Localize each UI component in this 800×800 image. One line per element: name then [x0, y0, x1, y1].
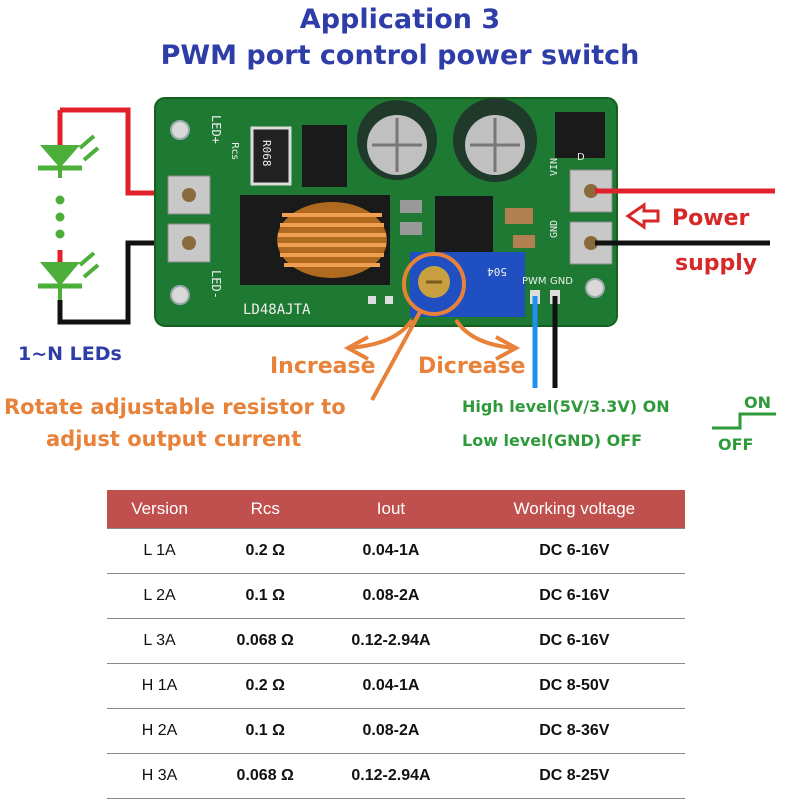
board-label-pot: 504: [487, 265, 507, 278]
table-row: L 1A 0.2 Ω 0.04-1A DC 6-16V: [107, 528, 685, 574]
table-cell: 0.068 Ω: [212, 753, 319, 799]
table-cell: L 1A: [107, 528, 213, 574]
table-row: L 3A 0.068 Ω 0.12-2.94A DC 6-16V: [107, 618, 685, 664]
led-ellipsis-dot: [55, 212, 65, 222]
low-level-label: Low level(GND) OFF: [462, 431, 642, 450]
table-cell: DC 6-16V: [463, 528, 685, 574]
board-label-resistor: R068: [260, 140, 273, 167]
table-row: H 2A 0.1 Ω 0.08-2A DC 8-36V: [107, 708, 685, 754]
power-label-line1: Power: [672, 206, 749, 231]
led-black-wire: [57, 240, 180, 325]
led-bottom-icon: [38, 251, 100, 300]
led-top-icon: [38, 134, 100, 178]
smd-part: [400, 222, 422, 235]
capacitor-right-icon: [453, 98, 537, 182]
table-cell: 0.068 Ω: [212, 618, 319, 664]
sense-resistor: [250, 126, 292, 186]
table-cell: 0.1 Ω: [212, 573, 319, 619]
decrease-arrow-icon: [454, 318, 521, 361]
rotate-label-line2: adjust output current: [46, 427, 301, 451]
leds-label: 1~N LEDs: [18, 343, 122, 365]
board-label-led-minus: LED-: [209, 270, 223, 299]
ic-chip: [435, 196, 493, 254]
increase-arrow-icon: [343, 318, 414, 361]
mount-hole: [585, 278, 605, 298]
table-cell: 0.12-2.94A: [318, 753, 464, 799]
mount-hole: [170, 285, 190, 305]
led-ellipsis-dot: [55, 195, 65, 205]
table-cell: L 3A: [107, 618, 213, 664]
high-level-label: High level(5V/3.3V) ON: [462, 397, 670, 416]
table-cell: 0.08-2A: [318, 708, 464, 754]
table-cell: DC 8-25V: [463, 753, 685, 799]
capacitor-left-icon: [357, 100, 437, 180]
board-label-rcs: Rcs: [229, 142, 240, 160]
table-row: H 1A 0.2 Ω 0.04-1A DC 8-50V: [107, 663, 685, 709]
table-cell: L 2A: [107, 573, 213, 619]
board-label-led-plus: LED+: [209, 115, 223, 144]
table-header-cell: Rcs: [212, 490, 319, 529]
board-label-vin: VIN: [549, 158, 560, 176]
board-label-pwm: PWM: [522, 276, 547, 287]
potentiometer-pointer: [370, 311, 422, 401]
table-row: L 2A 0.1 Ω 0.08-2A DC 6-16V: [107, 573, 685, 619]
table-cell: 0.1 Ω: [212, 708, 319, 754]
potentiometer-highlight-ring: [402, 252, 466, 316]
table-cell: DC 6-16V: [463, 618, 685, 664]
table-cell: 0.12-2.94A: [318, 618, 464, 664]
table-cell: H 1A: [107, 663, 213, 709]
wiring-diagram: LED+ LED- Rcs R068 LD48AJTA 504 PWM GND …: [4, 97, 776, 454]
on-label: ON: [744, 393, 771, 412]
board-label-model: LD48AJTA: [243, 302, 311, 318]
spec-table: Version Rcs Iout Working voltage L 1A 0.…: [107, 490, 685, 799]
title-line-1: Application 3: [299, 4, 501, 35]
table-cell: DC 8-50V: [463, 663, 685, 709]
board-label-gnd: GND: [550, 276, 573, 287]
table-header-cell: Iout: [318, 490, 464, 529]
table-cell: DC 8-36V: [463, 708, 685, 754]
diode-top-right: [555, 112, 605, 158]
rotate-label-line1: Rotate adjustable resistor to: [4, 395, 346, 419]
table-cell: 0.08-2A: [318, 573, 464, 619]
on-off-signal-icon: [712, 412, 776, 430]
table-cell: 0.04-1A: [318, 663, 464, 709]
mount-hole: [170, 120, 190, 140]
smd-part: [400, 200, 422, 213]
table-cell: H 2A: [107, 708, 213, 754]
increase-label: Increase: [270, 354, 376, 379]
off-label: OFF: [718, 435, 753, 454]
board-label-d: D: [577, 152, 585, 163]
decrease-label: Dicrease: [418, 354, 525, 379]
smd-part: [513, 235, 535, 248]
table-header-row: Version Rcs Iout Working voltage: [107, 490, 685, 529]
diode-left: [302, 125, 347, 187]
power-label-line2: supply: [675, 251, 757, 276]
title-line-2: PWM port control power switch: [160, 40, 640, 71]
table-cell: 0.04-1A: [318, 528, 464, 574]
table-cell: DC 6-16V: [463, 573, 685, 619]
led-ellipsis-dot: [55, 229, 65, 239]
smd-part: [505, 208, 533, 224]
table-cell: H 3A: [107, 753, 213, 799]
table-cell: 0.2 Ω: [212, 528, 319, 574]
table-header-cell: Version: [107, 490, 213, 529]
board-label-gnd-in: GND: [549, 220, 560, 238]
table-cell: 0.2 Ω: [212, 663, 319, 709]
power-arrow-icon: [625, 202, 660, 230]
table-row: H 3A 0.068 Ω 0.12-2.94A DC 8-25V: [107, 753, 685, 799]
table-header-cell: Working voltage: [463, 490, 685, 529]
